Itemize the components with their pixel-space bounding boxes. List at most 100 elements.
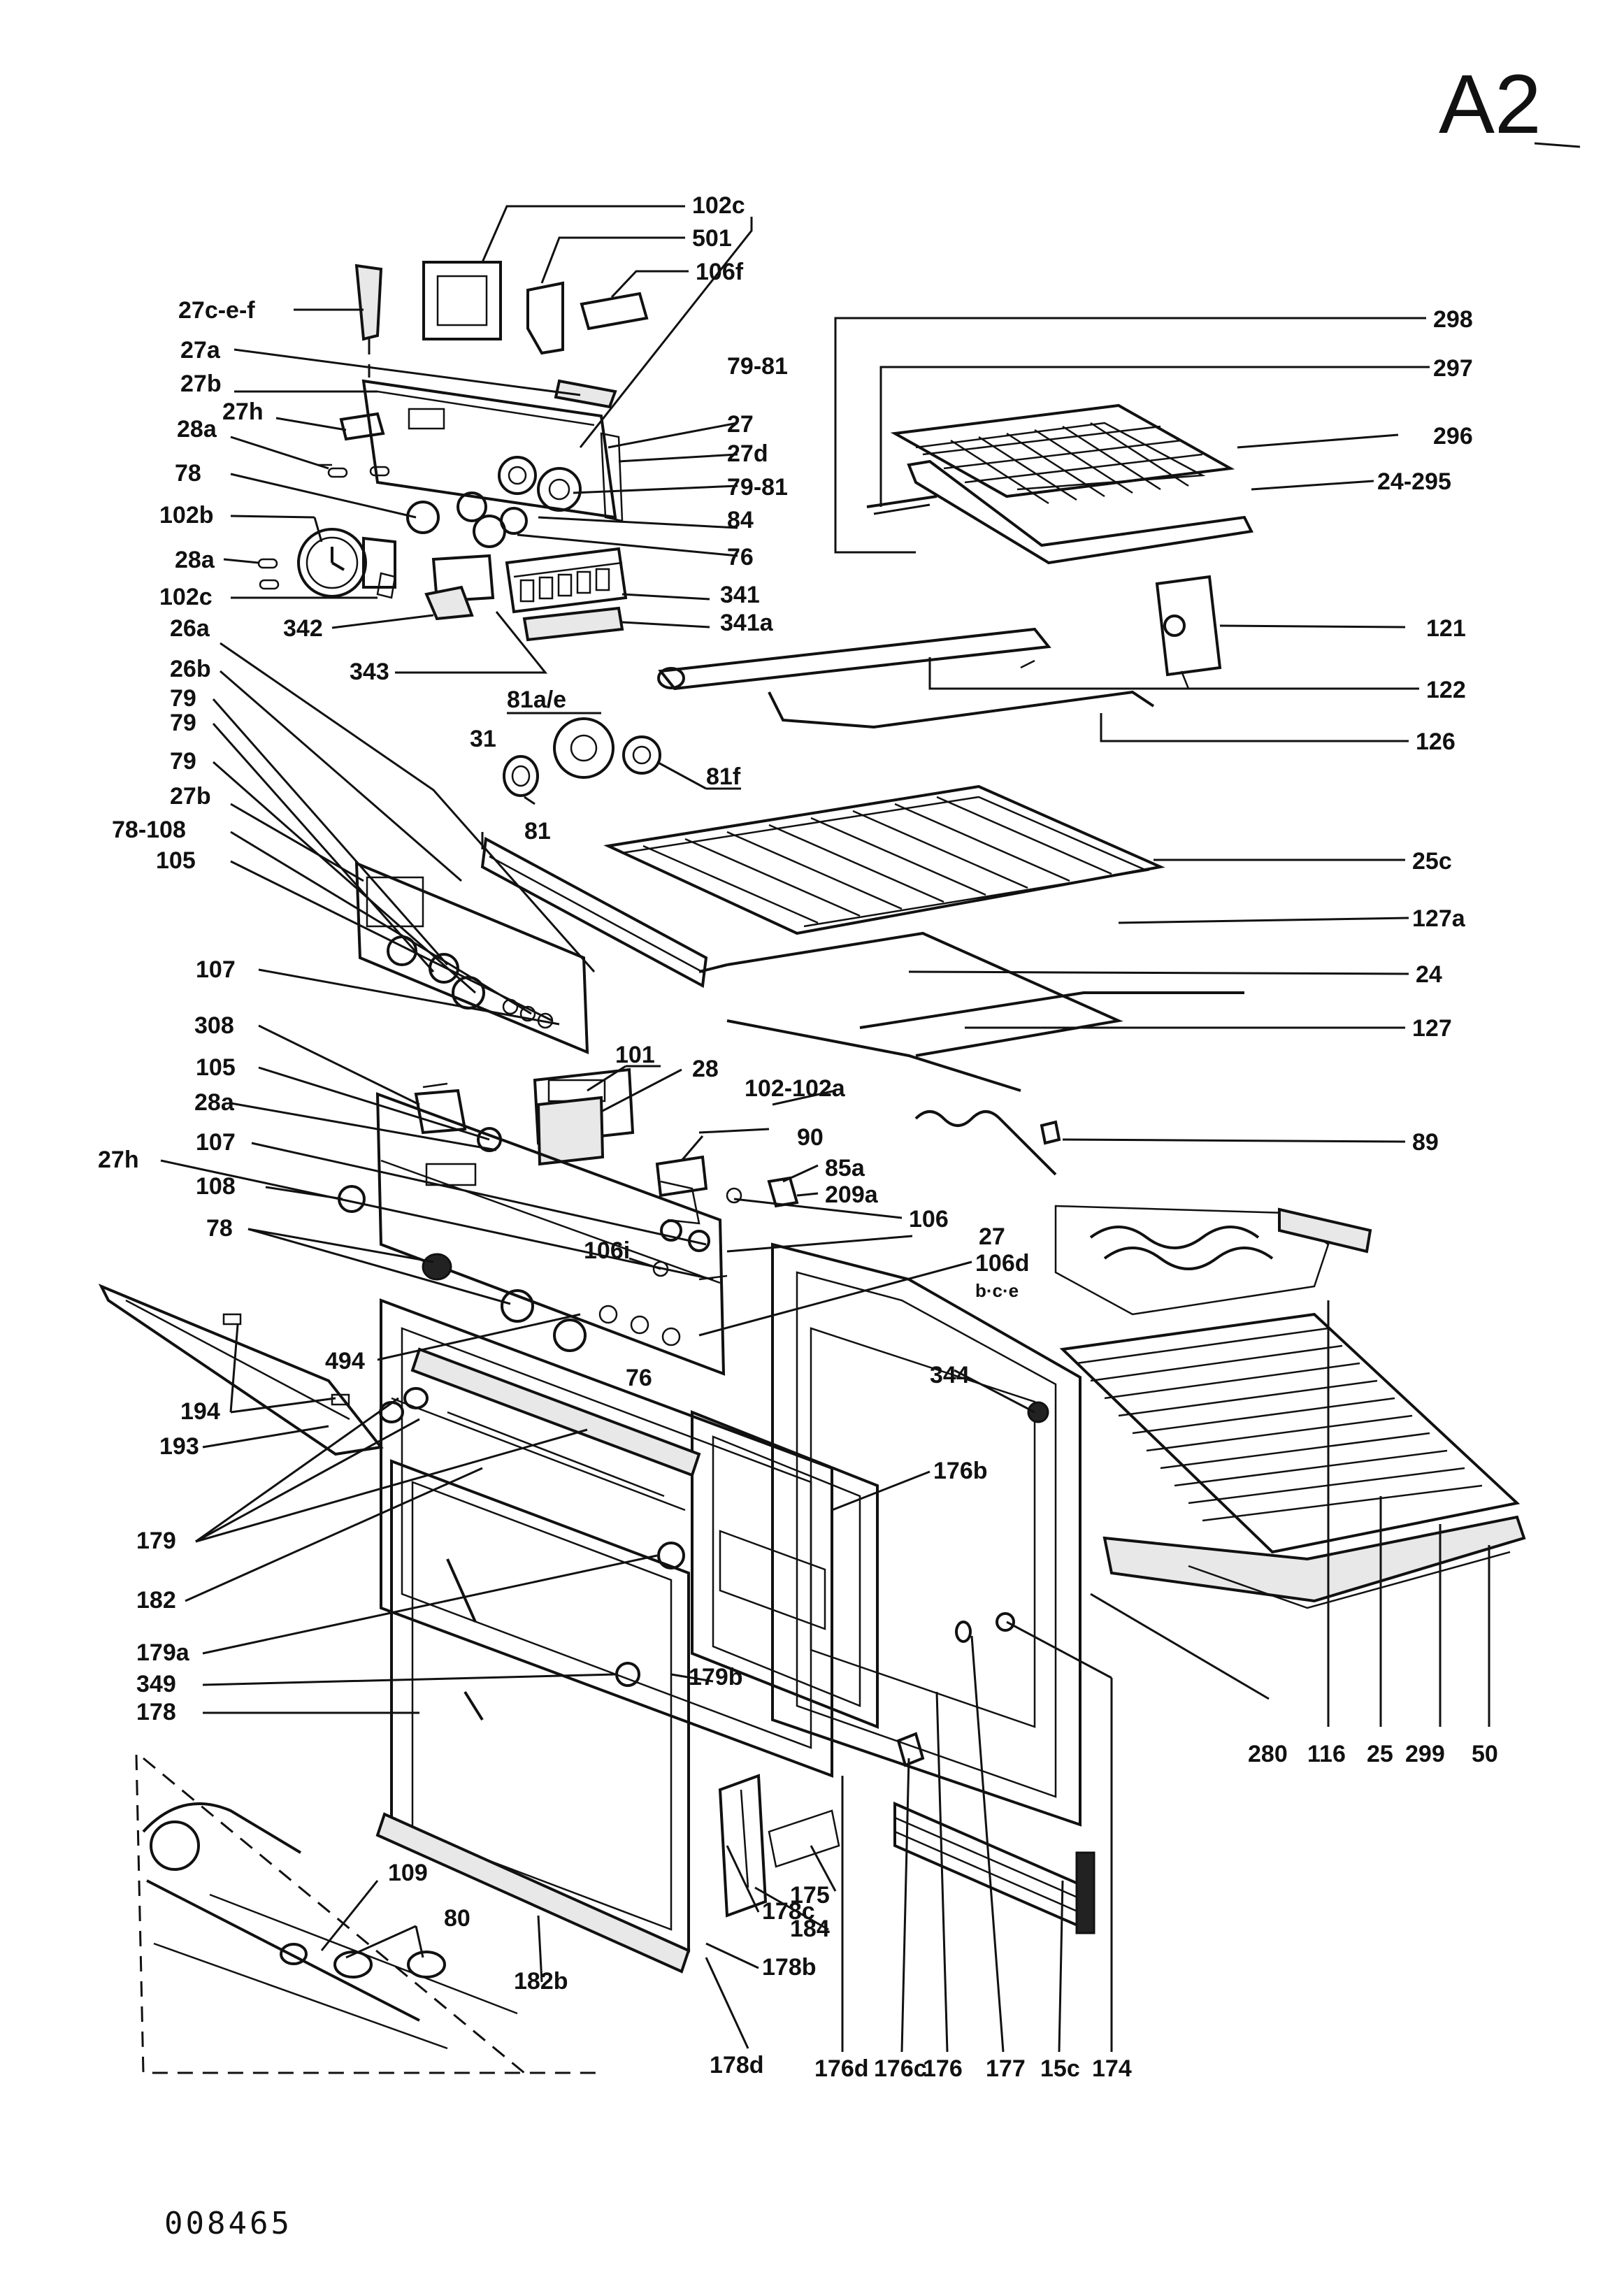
front-fascia [338,1092,726,1376]
oven-cavity-frame [771,1242,1082,1827]
part-27cef-strip [354,264,383,341]
label-349: 349 [136,1671,176,1697]
label-81ae: 81a/e [507,687,566,713]
label-27b: 27b [180,371,222,397]
label-79-2: 79 [170,710,196,736]
top-brackets [354,261,649,378]
grill-rack-wires [922,422,1203,505]
label-24-295: 24-295 [1377,468,1451,495]
heating-element-280 [1054,1205,1372,1316]
label-178b: 178b [762,1954,817,1981]
label-344: 344 [930,1362,970,1388]
capillary-coil [914,1110,1061,1176]
label-78-top: 78 [175,460,201,487]
part-501-bracket [526,281,564,355]
label-178d: 178d [710,2052,764,2078]
label-76-low: 76 [626,1365,652,1391]
label-105-mid: 105 [196,1054,236,1081]
label-78-108: 78-108 [112,817,186,843]
grill-pan-assembly [866,403,1254,565]
part-labels: 102c 501 106f 27c-e-f 27a 27b 27h 28a 78… [98,192,1498,2082]
label-102c-mid: 102c [159,584,213,610]
label-102-102a: 102-102a [745,1075,846,1102]
label-81f: 81f [706,763,741,790]
label-28a-low: 28a [194,1089,235,1116]
label-27a: 27a [180,337,221,364]
label-182b: 182b [514,1968,568,1995]
label-25c: 25c [1412,848,1452,875]
label-102b: 102b [159,502,214,529]
sheet-code-underline [1534,142,1581,148]
electrical-components [414,1068,635,1166]
label-107-top: 107 [196,956,236,983]
label-106: 106 [909,1206,949,1233]
label-50: 50 [1472,1741,1498,1767]
label-280: 280 [1248,1741,1288,1767]
inset-variant-panel [135,1754,598,2074]
label-102c-top: 102c [692,192,745,219]
leader-lines [160,205,1490,2053]
label-78-low: 78 [206,1215,233,1242]
thermostat-121 [1155,575,1222,689]
label-122: 122 [1426,677,1466,703]
label-76-top: 76 [727,544,754,570]
switch-block-341 [424,547,628,642]
label-27d: 27d [727,440,768,467]
shelf-wires [642,796,1112,924]
label-175: 175 [790,1882,830,1909]
label-176d: 176d [814,2055,869,2082]
drawing-number: 008465 [164,2206,292,2241]
label-174: 174 [1092,2055,1132,2082]
label-25: 25 [1367,1741,1393,1767]
label-176b: 176b [933,1458,988,1484]
label-28: 28 [692,1056,719,1082]
label-107-low: 107 [196,1129,236,1156]
part-102c-frame [422,261,502,340]
label-15c: 15c [1040,2055,1080,2082]
label-89: 89 [1412,1129,1439,1156]
label-178c: 178c [762,1898,815,1925]
label-298: 298 [1433,306,1473,333]
label-106d: 106d [975,1250,1030,1277]
label-296: 296 [1433,423,1473,450]
label-28a-top: 28a [177,416,217,443]
top-heating-element [657,627,1155,729]
label-182: 182 [136,1587,176,1614]
oven-door-assembly [375,1298,879,1974]
oven-shelves [603,784,1244,1092]
label-178: 178 [136,1699,176,1725]
label-79-3: 79 [170,748,196,775]
label-297: 297 [1433,355,1473,382]
label-341a: 341a [720,610,774,636]
label-193: 193 [159,1433,199,1460]
label-85a: 85a [825,1155,865,1181]
label-342: 342 [283,615,323,642]
label-27b-mid: 27b [170,783,211,810]
label-108: 108 [196,1173,236,1200]
part-106f-bracket [580,292,649,331]
rail-31 [480,836,708,989]
label-27-low: 27 [979,1223,1005,1250]
label-81: 81 [524,818,551,845]
label-31: 31 [470,726,496,752]
label-299: 299 [1405,1741,1445,1767]
label-176c: 176c [874,2055,927,2082]
label-106i: 106i [584,1237,630,1264]
label-179: 179 [136,1528,176,1554]
label-179a: 179a [136,1639,190,1666]
hinge-and-runners [718,1612,1095,1934]
label-109: 109 [388,1860,428,1886]
clock-timer-102b [257,528,396,599]
top-control-panel [339,379,624,522]
label-343: 343 [350,659,389,685]
sheet-code: A2 [1439,57,1542,151]
label-177: 177 [986,2055,1026,2082]
label-105-top: 105 [156,847,196,874]
label-27-right: 27 [727,411,754,438]
label-26b: 26b [170,656,211,682]
rack-wires [1076,1327,1483,1522]
label-127a: 127a [1412,905,1466,932]
label-116: 116 [1307,1741,1346,1767]
label-106d-sub: b·c·e [975,1280,1019,1301]
